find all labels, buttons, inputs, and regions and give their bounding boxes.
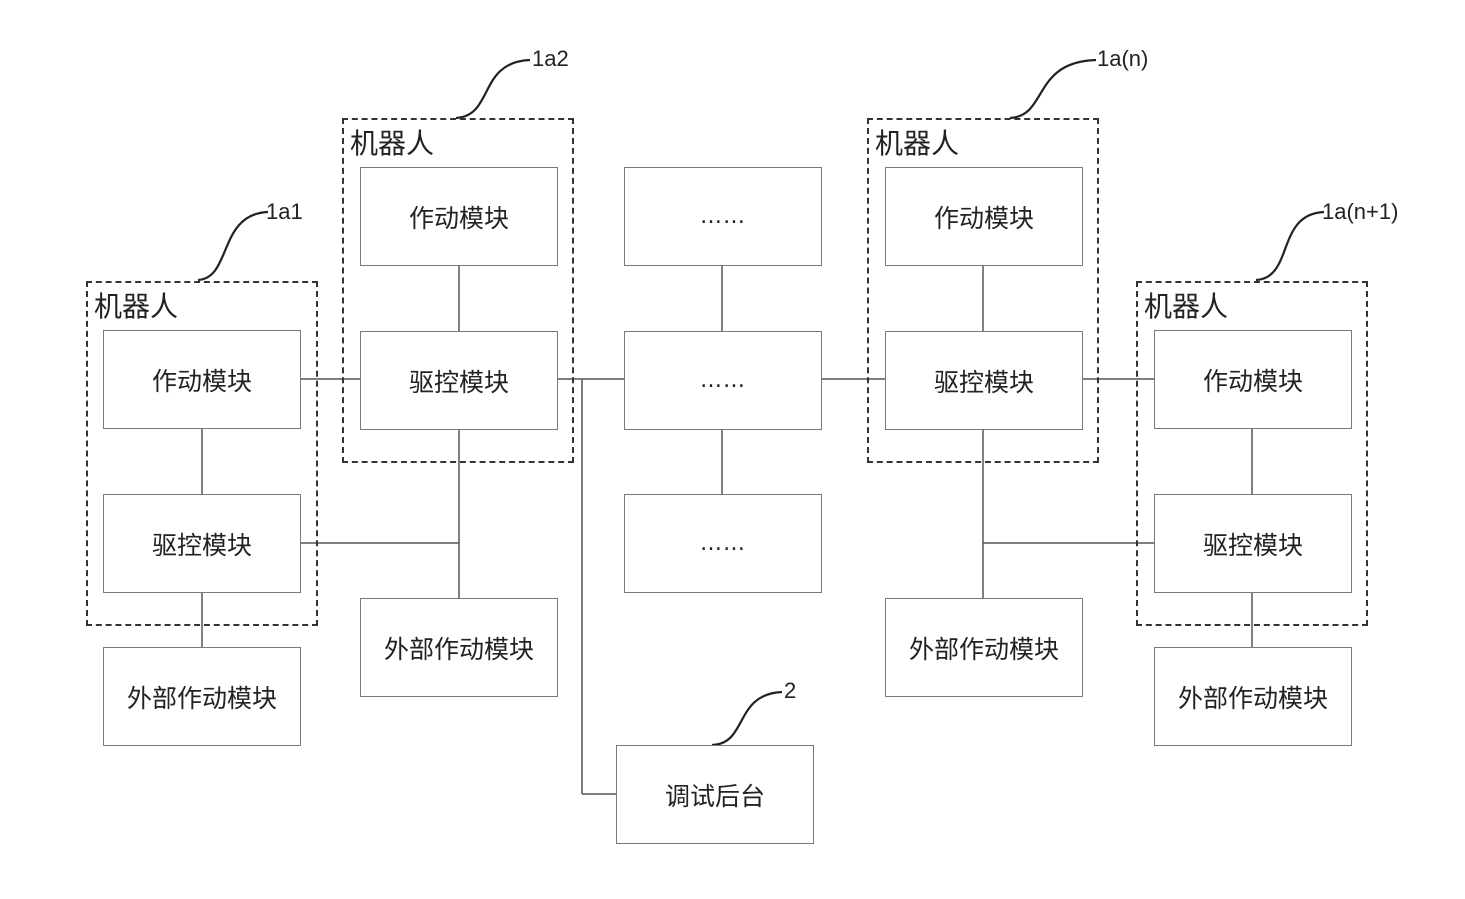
robot-title: 机器人 <box>350 127 435 160</box>
robot-1a1-group: 机器人 <box>86 281 318 626</box>
ellipsis-box: …… <box>624 331 822 430</box>
robot-title: 机器人 <box>1144 290 1229 323</box>
ref-label: 1a2 <box>532 46 569 71</box>
external-actuation-module: 外部作动模块 <box>1154 647 1352 746</box>
actuation-module: 作动模块 <box>1154 330 1352 429</box>
actuation-module: 作动模块 <box>360 167 558 266</box>
ellipsis-box: …… <box>624 494 822 593</box>
ref-label: 1a(n+1) <box>1322 199 1399 224</box>
actuation-module: 作动模块 <box>885 167 1083 266</box>
robot-1an-group: 机器人 <box>867 118 1099 463</box>
robot-1a2-group: 机器人 <box>342 118 574 463</box>
drive-control-module: 驱控模块 <box>1154 494 1352 593</box>
external-actuation-module: 外部作动模块 <box>103 647 301 746</box>
robot-title: 机器人 <box>875 127 960 160</box>
drive-control-module: 驱控模块 <box>885 331 1083 430</box>
actuation-module: 作动模块 <box>103 330 301 429</box>
ellipsis-box: …… <box>624 167 822 266</box>
drive-control-module: 驱控模块 <box>103 494 301 593</box>
debug-backend-module: 调试后台 <box>616 745 814 844</box>
ref-label: 1a(n) <box>1097 46 1149 71</box>
external-actuation-module: 外部作动模块 <box>360 598 558 697</box>
robot-title: 机器人 <box>94 290 179 323</box>
external-actuation-module: 外部作动模块 <box>885 598 1083 697</box>
drive-control-module: 驱控模块 <box>360 331 558 430</box>
robot-1an1-group: 机器人 <box>1136 281 1368 626</box>
ref-label: 2 <box>784 678 797 703</box>
ref-label: 1a1 <box>266 199 303 224</box>
